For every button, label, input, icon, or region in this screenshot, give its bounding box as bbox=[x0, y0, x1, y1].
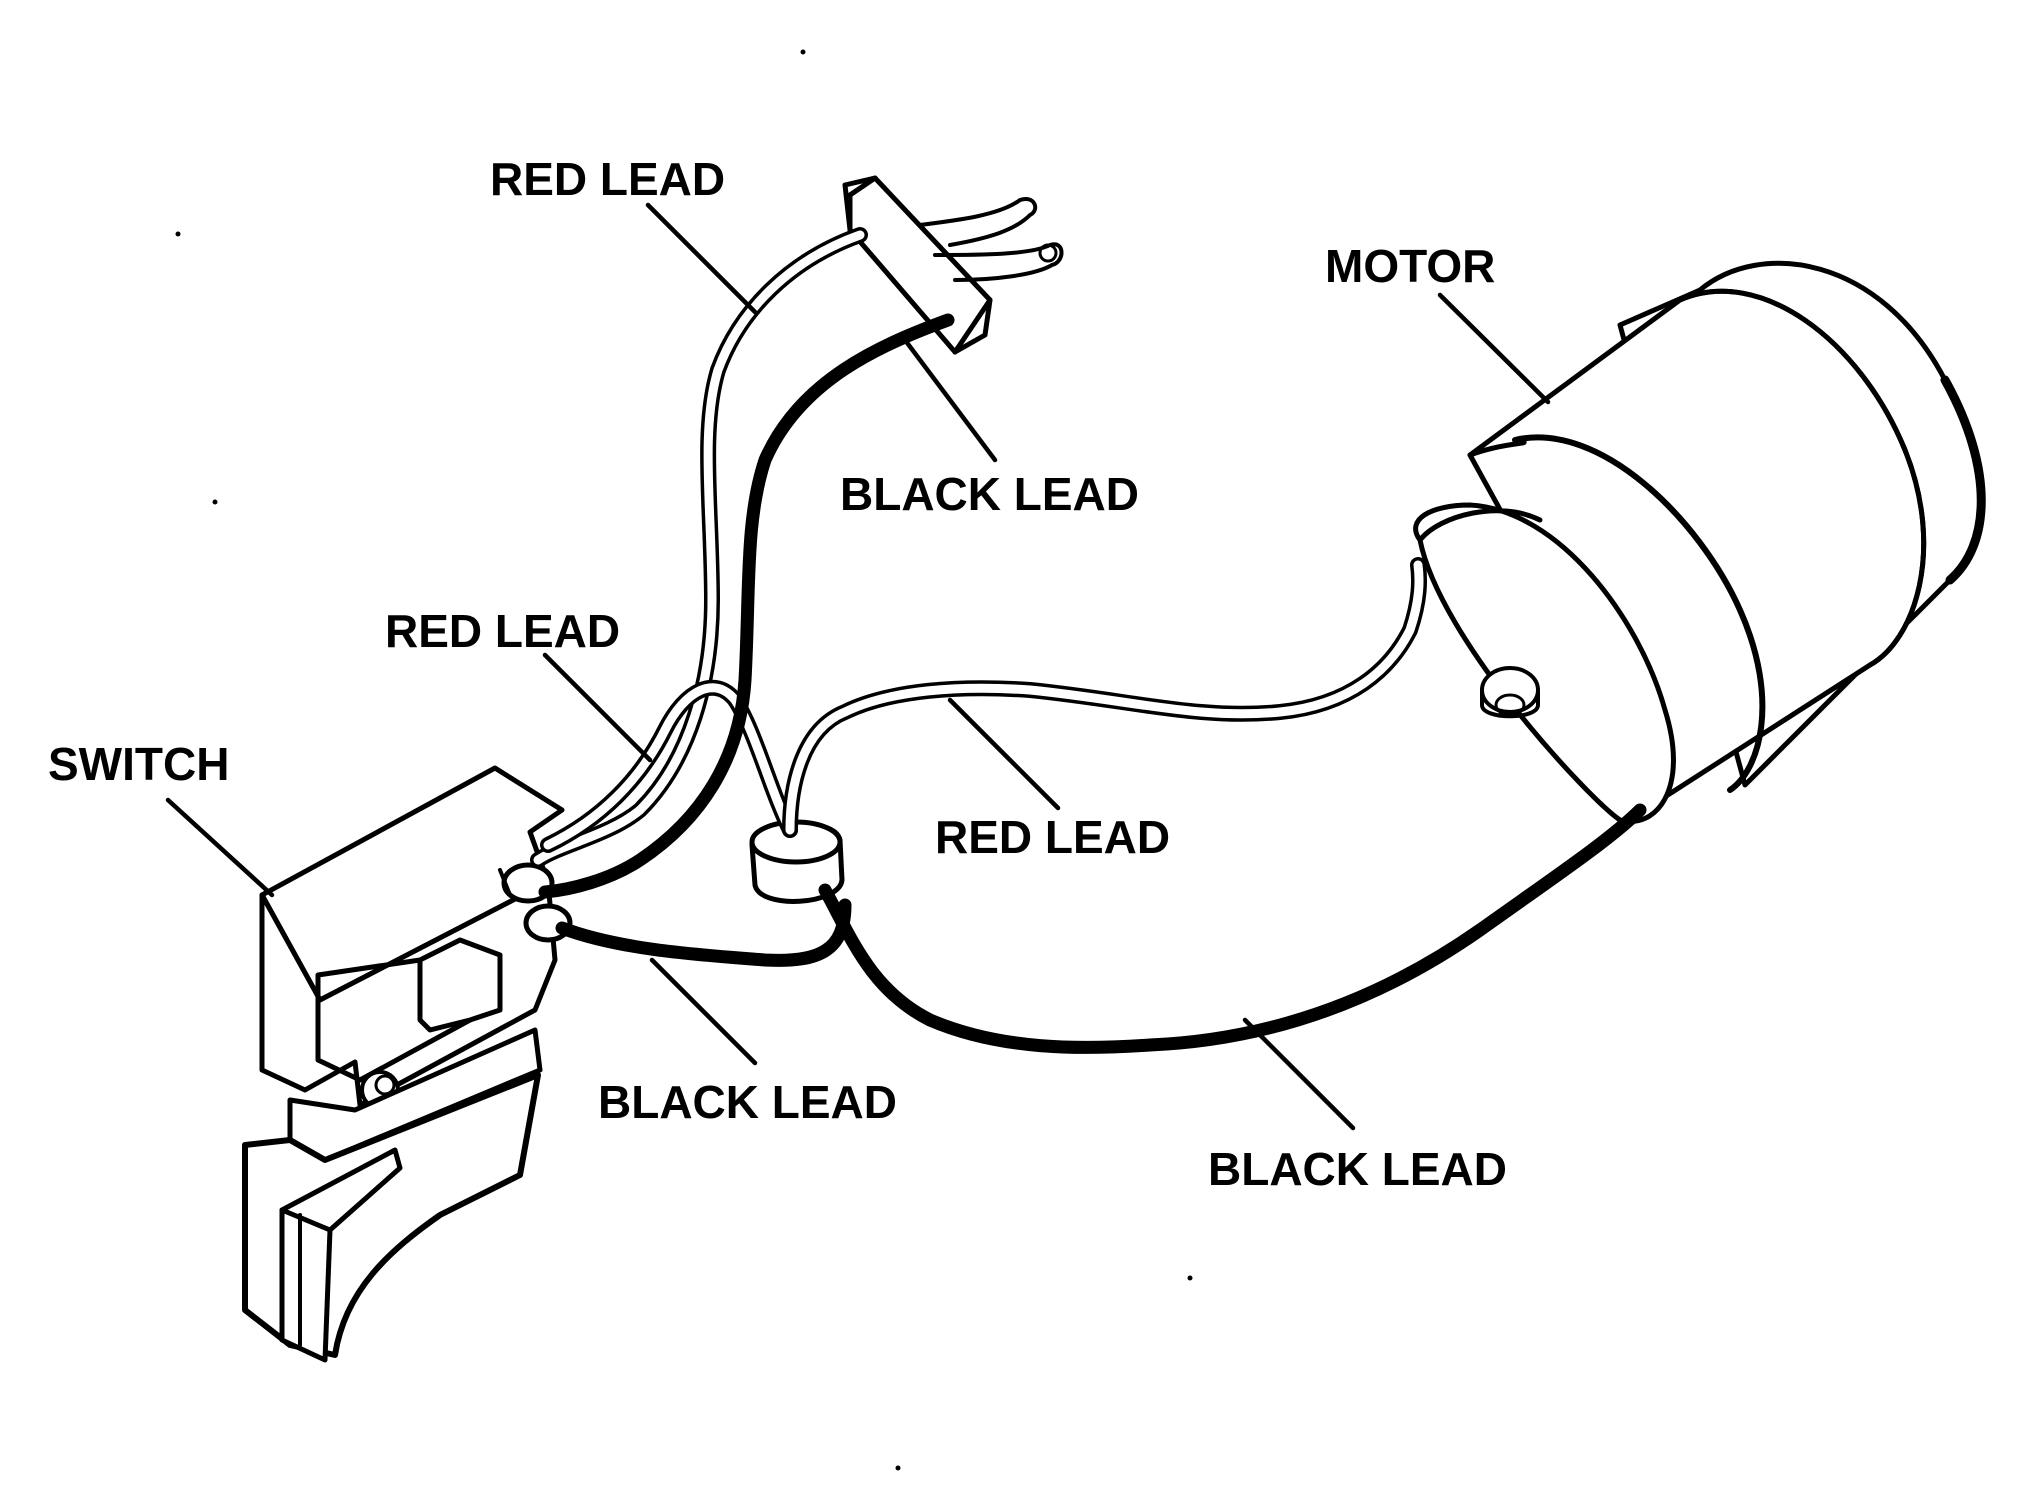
label-black-lead-right: BLACK LEAD bbox=[1208, 1143, 1507, 1195]
black-lead-switch-bead bbox=[555, 898, 852, 967]
label-black-lead-top: BLACK LEAD bbox=[840, 468, 1139, 520]
callouts: RED LEAD BLACK LEAD MOTOR RED LEAD SWITC… bbox=[48, 153, 1507, 1195]
label-motor: MOTOR bbox=[1325, 240, 1495, 292]
label-switch: SWITCH bbox=[48, 738, 229, 790]
black-lead-bead-motor bbox=[818, 803, 1647, 1054]
red-leads bbox=[530, 227, 1428, 868]
plug bbox=[842, 175, 1064, 355]
switch-body bbox=[259, 879, 558, 1108]
motor bbox=[1413, 260, 1986, 824]
black-lead-plug bbox=[538, 313, 955, 899]
switch bbox=[242, 765, 573, 1363]
label-red-lead-top: RED LEAD bbox=[490, 153, 725, 205]
motor-shaft-boss bbox=[1480, 666, 1540, 714]
motor-front-can bbox=[1413, 502, 1676, 824]
leader-lines bbox=[165, 202, 1551, 1131]
black-leads bbox=[538, 313, 1647, 1054]
label-red-lead-mid: RED LEAD bbox=[385, 605, 620, 657]
label-red-lead-right: RED LEAD bbox=[935, 811, 1170, 863]
label-black-lead-bottom: BLACK LEAD bbox=[598, 1076, 897, 1128]
